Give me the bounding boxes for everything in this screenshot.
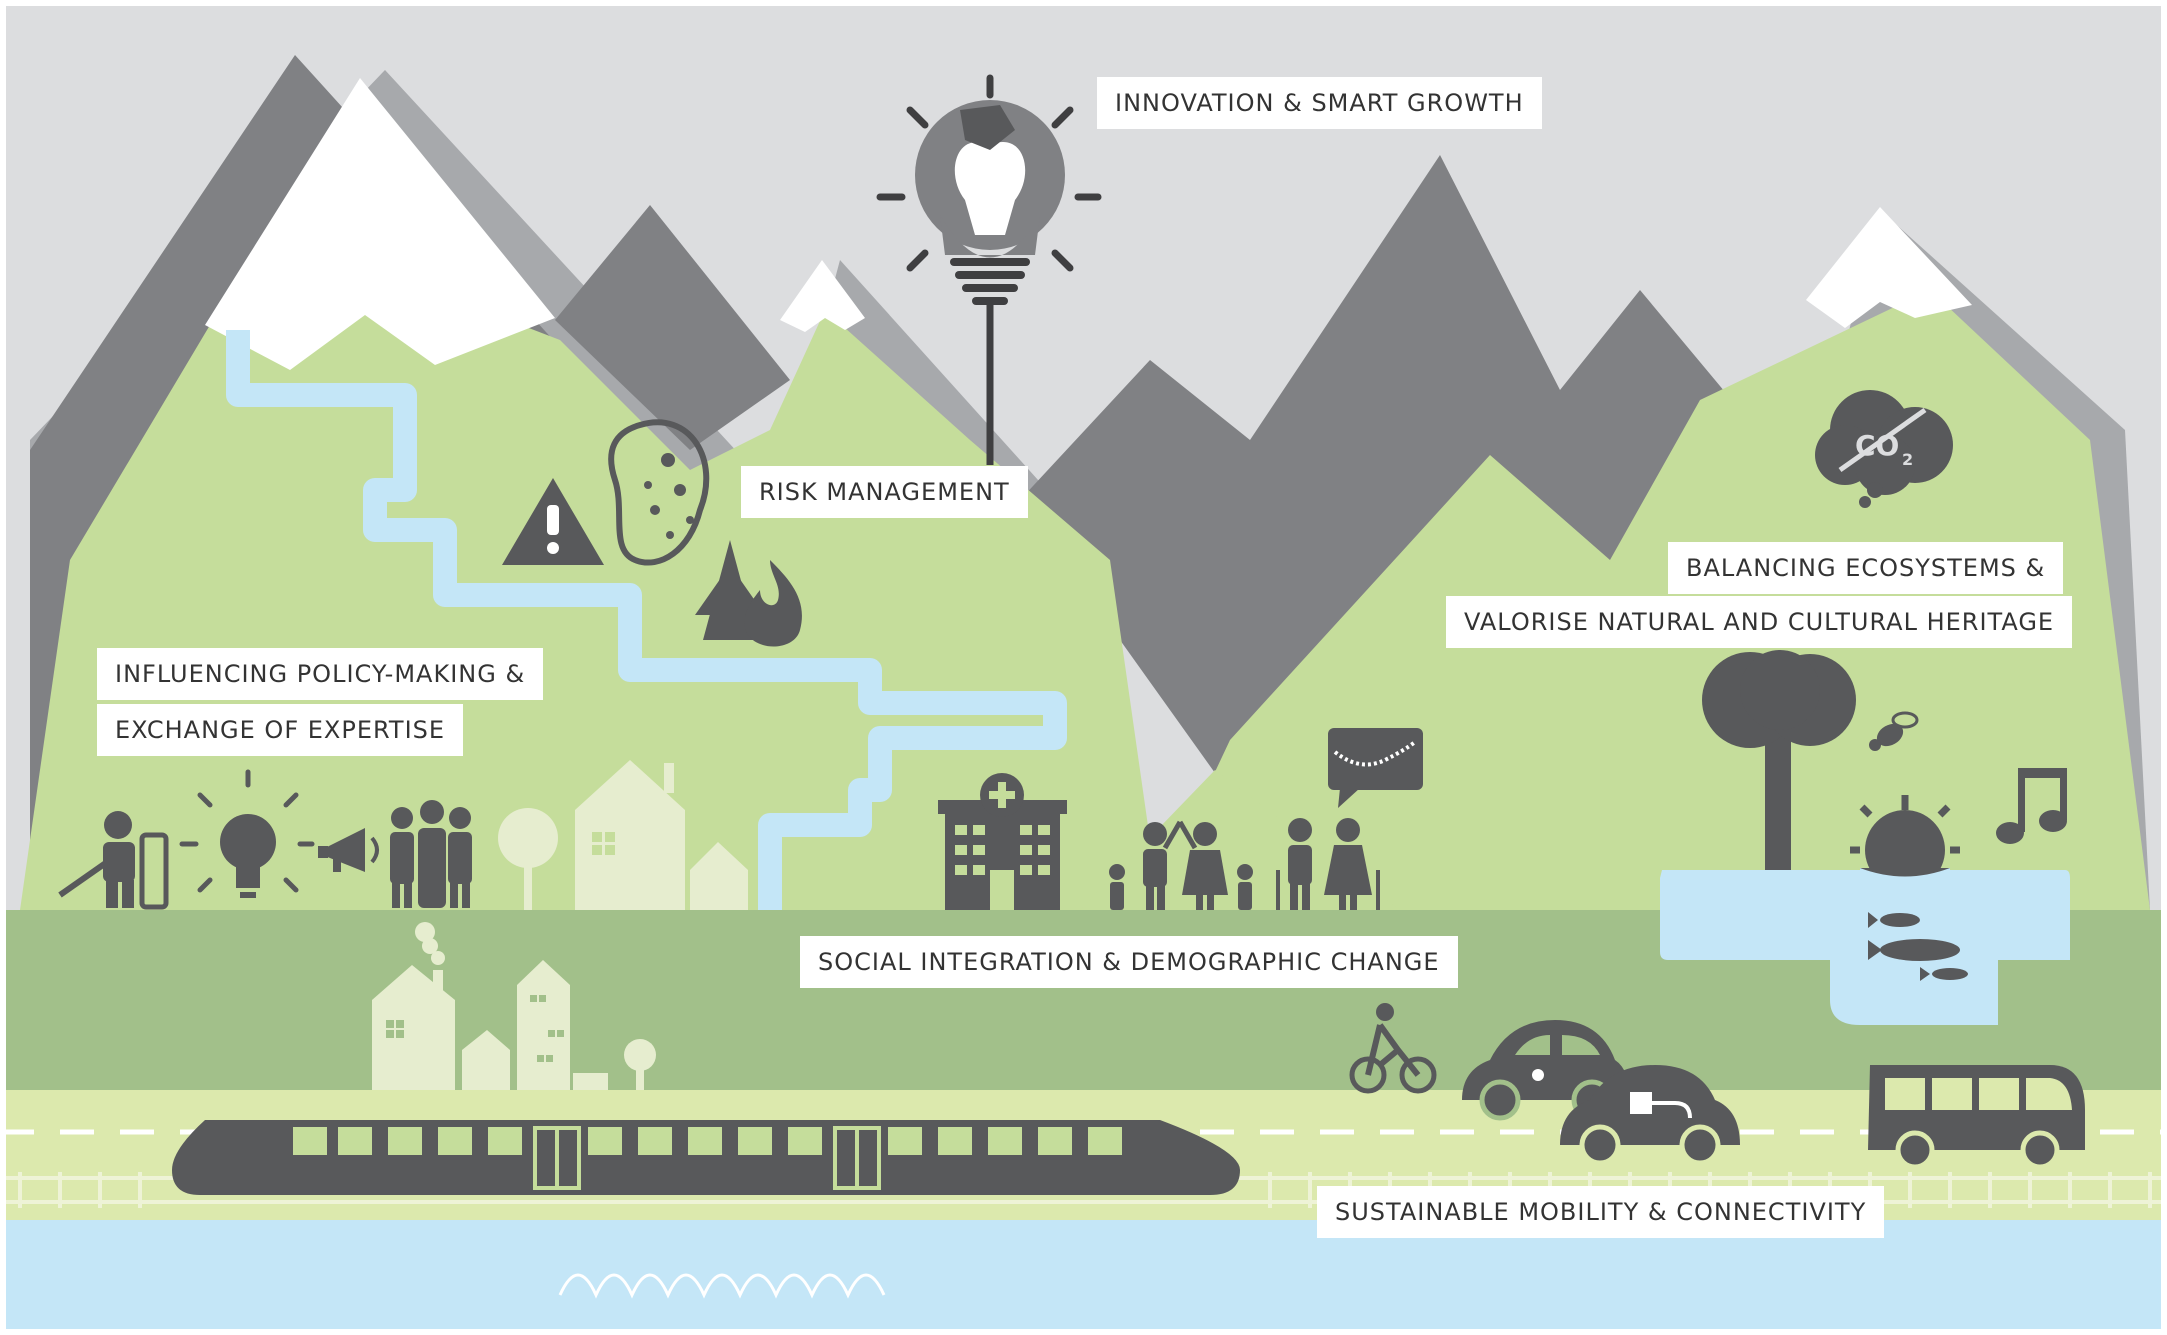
waves	[558, 1273, 886, 1299]
river	[226, 330, 1067, 910]
valley-town-windows	[386, 995, 564, 1062]
water-wheel-icon	[1850, 795, 1960, 890]
forest-fire-icon	[695, 540, 802, 647]
landslide-icon	[608, 419, 710, 566]
label-sustainable-mobility: SUSTAINABLE MOBILITY & CONNECTIVITY	[1317, 1186, 1885, 1238]
speech-bubble-icon	[1328, 728, 1423, 808]
megaphone-icon	[318, 828, 379, 872]
label-valorise-heritage: VALORISE NATURAL AND CULTURAL HERITAGE	[1446, 596, 2073, 648]
label-policy-making: INFLUENCING POLICY-MAKING &	[97, 648, 544, 700]
hospital-icon	[938, 773, 1067, 910]
music-note-icon	[1996, 768, 2067, 844]
valley-town	[372, 922, 656, 1090]
woodworker-icon	[58, 811, 169, 910]
lightbulb-icon	[876, 74, 1102, 465]
meadow-houses	[498, 760, 748, 910]
warning-triangle-icon	[502, 478, 604, 565]
lake-band	[0, 1220, 2167, 1335]
label-risk-management: RISK MANAGEMENT	[741, 466, 1028, 518]
snow-cap-right	[1806, 207, 1972, 328]
mountain-center-small	[555, 205, 790, 450]
family-icon	[1109, 818, 1380, 910]
label-balancing-ecosystems: BALANCING ECOSYSTEMS &	[1668, 542, 2064, 594]
policy-lightbulb-icon	[179, 769, 315, 898]
co2-cloud-icon: CO 2	[1815, 390, 1953, 508]
electric-car-icon	[1560, 1065, 1740, 1166]
train-icon	[172, 1120, 1240, 1195]
group-people-icon	[390, 800, 472, 908]
label-innovation: INNOVATION & SMART GROWTH	[1097, 77, 1542, 129]
label-exchange-expertise: EXCHANGE OF EXPERTISE	[97, 704, 464, 756]
snow-cap-mid	[780, 260, 865, 332]
bus-icon	[1868, 1065, 2085, 1170]
co2-subscript: 2	[1902, 450, 1913, 469]
fish-icon	[1868, 912, 1968, 981]
meadow-house-windows	[592, 832, 615, 855]
bee-icon	[1869, 711, 1919, 751]
tree-icon	[1702, 650, 1856, 870]
snow-cap-left	[205, 78, 555, 370]
cyclist-icon	[1349, 1003, 1437, 1094]
label-social-integration: SOCIAL INTEGRATION & DEMOGRAPHIC CHANGE	[800, 936, 1458, 988]
lake-right	[1660, 870, 2070, 1025]
